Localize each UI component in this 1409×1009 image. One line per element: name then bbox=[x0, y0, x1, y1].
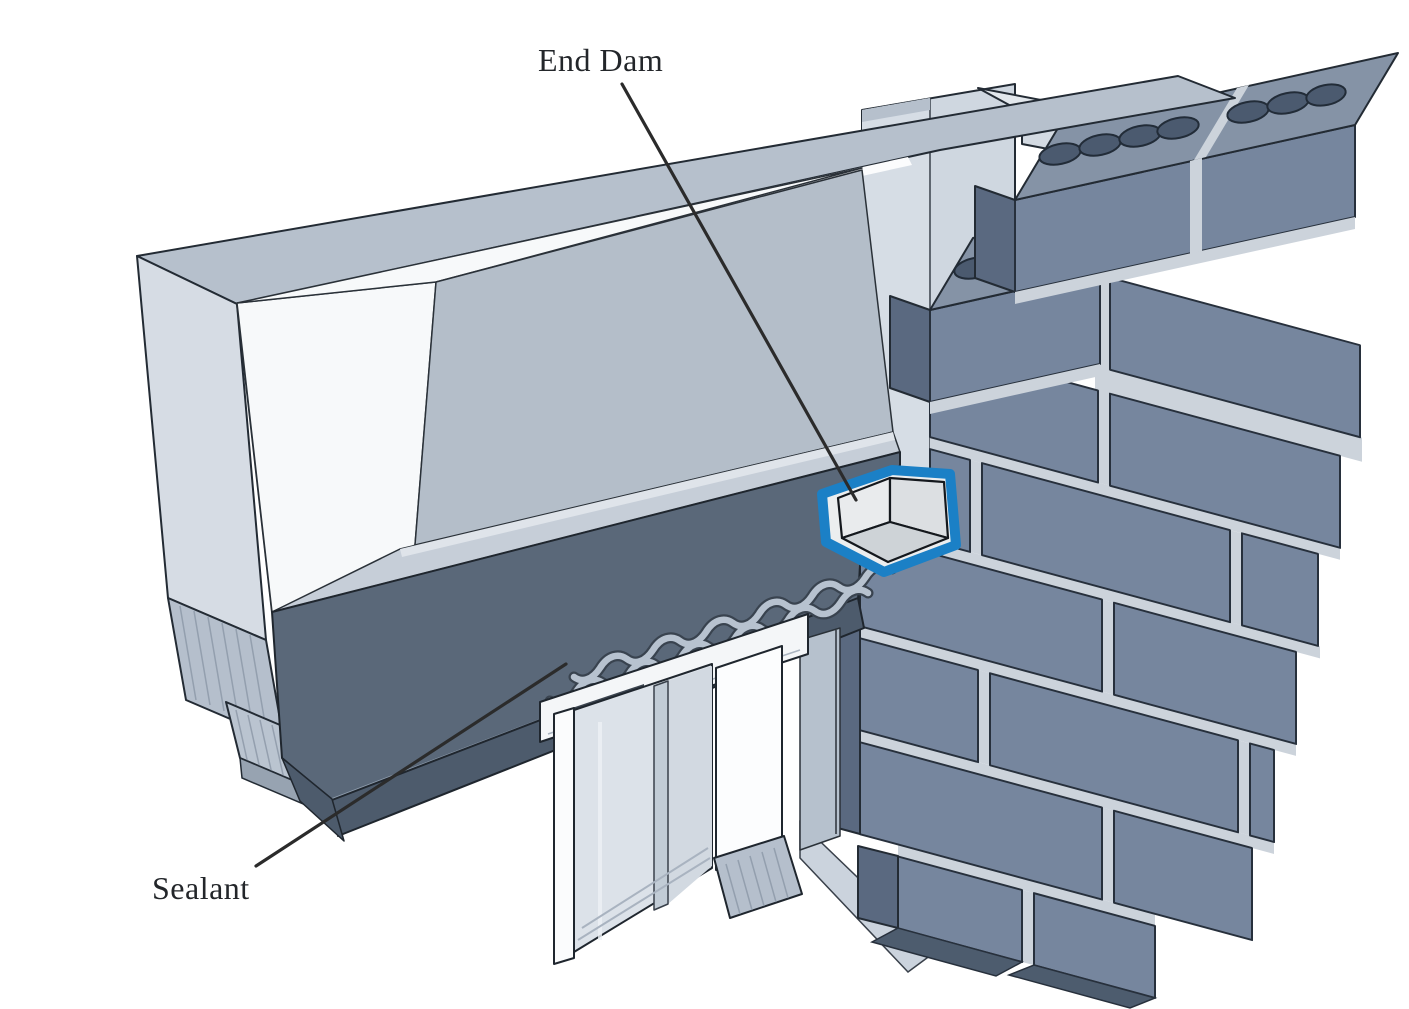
jamb-sill-block bbox=[713, 835, 803, 919]
end-dam-leader-line bbox=[620, 82, 858, 502]
hanging-brick-end-face bbox=[857, 845, 899, 929]
brick bbox=[989, 672, 1239, 834]
brick bbox=[1113, 601, 1297, 745]
brick-core-hole bbox=[1305, 83, 1347, 107]
jamb-shadow-strip bbox=[799, 627, 841, 851]
brick-underside bbox=[1006, 964, 1158, 1009]
brick bbox=[1109, 276, 1361, 439]
inner-white-wedge bbox=[236, 167, 863, 304]
brick-underside bbox=[869, 927, 1025, 977]
sealant-label: Sealant bbox=[152, 870, 250, 906]
brick-face-plane bbox=[859, 276, 1362, 999]
end-dam-label: End Dam bbox=[538, 42, 663, 78]
cored-brick-top-course bbox=[974, 52, 1399, 304]
concrete-lintel bbox=[136, 75, 1236, 814]
sealant-leader-line bbox=[254, 662, 568, 868]
brick bbox=[1109, 392, 1341, 549]
window-left-frame bbox=[553, 707, 575, 965]
steel-angle-highlight bbox=[400, 432, 895, 557]
window-jamb-panel bbox=[715, 645, 783, 871]
sealant-bead bbox=[570, 562, 896, 684]
pier-top-face bbox=[862, 98, 930, 122]
end-dam-floor bbox=[840, 520, 950, 564]
end-dam bbox=[817, 465, 961, 577]
brick bbox=[1249, 742, 1275, 844]
brick bbox=[1241, 532, 1319, 647]
inner-pane bbox=[668, 666, 712, 904]
brick-core-hole bbox=[1156, 116, 1200, 140]
glazing-mullion bbox=[653, 680, 669, 911]
brick bbox=[1113, 809, 1253, 942]
callouts: End Dam Sealant bbox=[152, 42, 858, 906]
window-assembly bbox=[539, 613, 841, 965]
brick bbox=[981, 462, 1231, 624]
